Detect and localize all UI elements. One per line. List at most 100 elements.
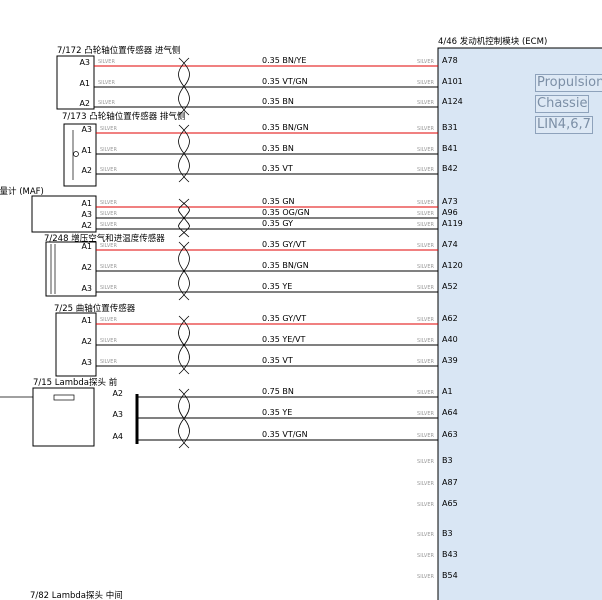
wire-gauge-label: 0.35 VT <box>262 356 293 365</box>
terminal-label: SILVER <box>417 359 434 365</box>
ecm-pin-label: A64 <box>442 408 458 417</box>
ecm-pin-label: A74 <box>442 240 458 249</box>
wire-gauge-label: 0.35 GY <box>262 219 293 228</box>
terminal-label: SILVER <box>417 459 434 465</box>
terminal-label: SILVER <box>417 59 434 65</box>
ecm-pin-label: A65 <box>442 499 458 508</box>
wire-gauge-label: 0.75 BN <box>262 387 294 396</box>
ecm-pin-label: A78 <box>442 56 458 65</box>
ecm-tag-propulsion[interactable]: Propulsion <box>535 74 602 92</box>
component-title-c4: 7/248 增压空气和进温度传感器 <box>44 233 165 244</box>
component-title-c3: 空气质量计 (MAF) <box>0 186 44 197</box>
ecm-pin-label: A124 <box>442 97 463 106</box>
terminal-label: SILVER <box>100 359 117 365</box>
ecm-pin-label: A52 <box>442 282 458 291</box>
wire-gauge-label: 0.35 BN/GN <box>262 123 309 132</box>
wire-gauge-label: 0.35 VT/GN <box>262 77 308 86</box>
sensor-internal-circle <box>73 151 79 157</box>
ecm-pin-label: B54 <box>442 571 458 580</box>
probe-element <box>53 394 75 401</box>
terminal-label: SILVER <box>100 126 117 132</box>
pin-label: A2 <box>81 337 92 346</box>
ecm-pin-label: B3 <box>442 456 453 465</box>
terminal-label: SILVER <box>417 264 434 270</box>
pin-label: A3 <box>81 125 92 134</box>
wire-gauge-label: 0.35 YE <box>262 408 292 417</box>
wire-gauge-label: 0.35 GY/VT <box>262 314 306 323</box>
wire-gauge-label: 0.35 GN <box>262 197 295 206</box>
pin-label: A1 <box>81 199 92 208</box>
terminal-label: SILVER <box>100 200 117 206</box>
wire-gauge-label: 0.35 VT <box>262 164 293 173</box>
terminal-label: SILVER <box>98 100 115 106</box>
connector-c4 <box>45 241 97 297</box>
twisted-pair-marker <box>178 315 190 375</box>
wire-gauge-label: 0.35 YE/VT <box>262 335 305 344</box>
pin-label: A1 <box>79 79 90 88</box>
pin-label: A2 <box>79 99 90 108</box>
terminal-label: SILVER <box>100 222 117 228</box>
component-title-c5: 7/25 曲轴位置传感器 <box>54 303 136 314</box>
ecm-pin-label: A96 <box>442 208 458 217</box>
pin-label: A3 <box>81 210 92 219</box>
terminal-label: SILVER <box>100 167 117 173</box>
pin-label: A2 <box>81 221 92 230</box>
terminal-label: SILVER <box>417 211 434 217</box>
ecm-tag-chassie[interactable]: Chassie <box>535 95 590 113</box>
ecm-pin-label: B43 <box>442 550 458 559</box>
ecm-pin-label: A63 <box>442 430 458 439</box>
terminal-label: SILVER <box>100 211 117 217</box>
ecm-pin-label: A101 <box>442 77 463 86</box>
wire-gauge-label: 0.35 OG/GN <box>262 208 310 217</box>
ecm-pin-label: B31 <box>442 123 458 132</box>
terminal-label: SILVER <box>417 126 434 132</box>
terminal-label: SILVER <box>417 80 434 86</box>
terminal-label: SILVER <box>417 433 434 439</box>
wire-gauge-label: 0.35 VT/GN <box>262 430 308 439</box>
terminal-label: SILVER <box>417 411 434 417</box>
ecm-tag-lin[interactable]: LIN4,6,7 <box>535 116 593 134</box>
pin-label: A3 <box>81 358 92 367</box>
pin-label: A3 <box>81 284 92 293</box>
pin-label: A2 <box>81 263 92 272</box>
ecm-pin-label: A39 <box>442 356 458 365</box>
pin-label: A2 <box>81 166 92 175</box>
terminal-label: SILVER <box>417 200 434 206</box>
wire-gauge-label: 0.35 GY/VT <box>262 240 306 249</box>
wire-gauge-label: 0.35 BN <box>262 144 294 153</box>
terminal-label: SILVER <box>417 100 434 106</box>
terminal-label: SILVER <box>100 147 117 153</box>
terminal-label: SILVER <box>417 481 434 487</box>
twisted-pair-marker <box>178 198 190 238</box>
terminal-label: SILVER <box>98 59 115 65</box>
pin-label: A1 <box>81 242 92 251</box>
ecm-pin-label: A73 <box>442 197 458 206</box>
terminal-label: SILVER <box>98 80 115 86</box>
terminal-label: SILVER <box>100 317 117 323</box>
twisted-pair-marker <box>178 124 190 183</box>
pin-label: A1 <box>81 316 92 325</box>
connector-c3 <box>31 195 97 233</box>
pin-label: A1 <box>81 146 92 155</box>
pin-label: A3 <box>79 58 90 67</box>
wire-gauge-label: 0.35 BN/YE <box>262 56 306 65</box>
pin-label: A3 <box>112 410 123 419</box>
terminal-label: SILVER <box>100 285 117 291</box>
component-title-c6: 7/15 Lambda探头 前 <box>33 377 118 388</box>
component-title-c2: 7/173 凸轮轴位置传感器 排气侧 <box>62 111 185 122</box>
ecm-pin-label: A119 <box>442 219 463 228</box>
terminal-label: SILVER <box>417 317 434 323</box>
ecm-pin-label: A87 <box>442 478 458 487</box>
ecm-title: 4/46 发动机控制模块 (ECM) <box>438 36 547 47</box>
terminal-label: SILVER <box>100 264 117 270</box>
terminal-label: SILVER <box>417 553 434 559</box>
terminal-label: SILVER <box>100 243 117 249</box>
ecm-pin-label: A40 <box>442 335 458 344</box>
terminal-label: SILVER <box>417 243 434 249</box>
terminal-label: SILVER <box>417 167 434 173</box>
component-title-c1: 7/172 凸轮轴位置传感器 进气侧 <box>57 45 180 56</box>
ecm-module <box>437 47 602 600</box>
twisted-pair-marker <box>178 57 190 116</box>
connector-c2 <box>63 123 97 187</box>
